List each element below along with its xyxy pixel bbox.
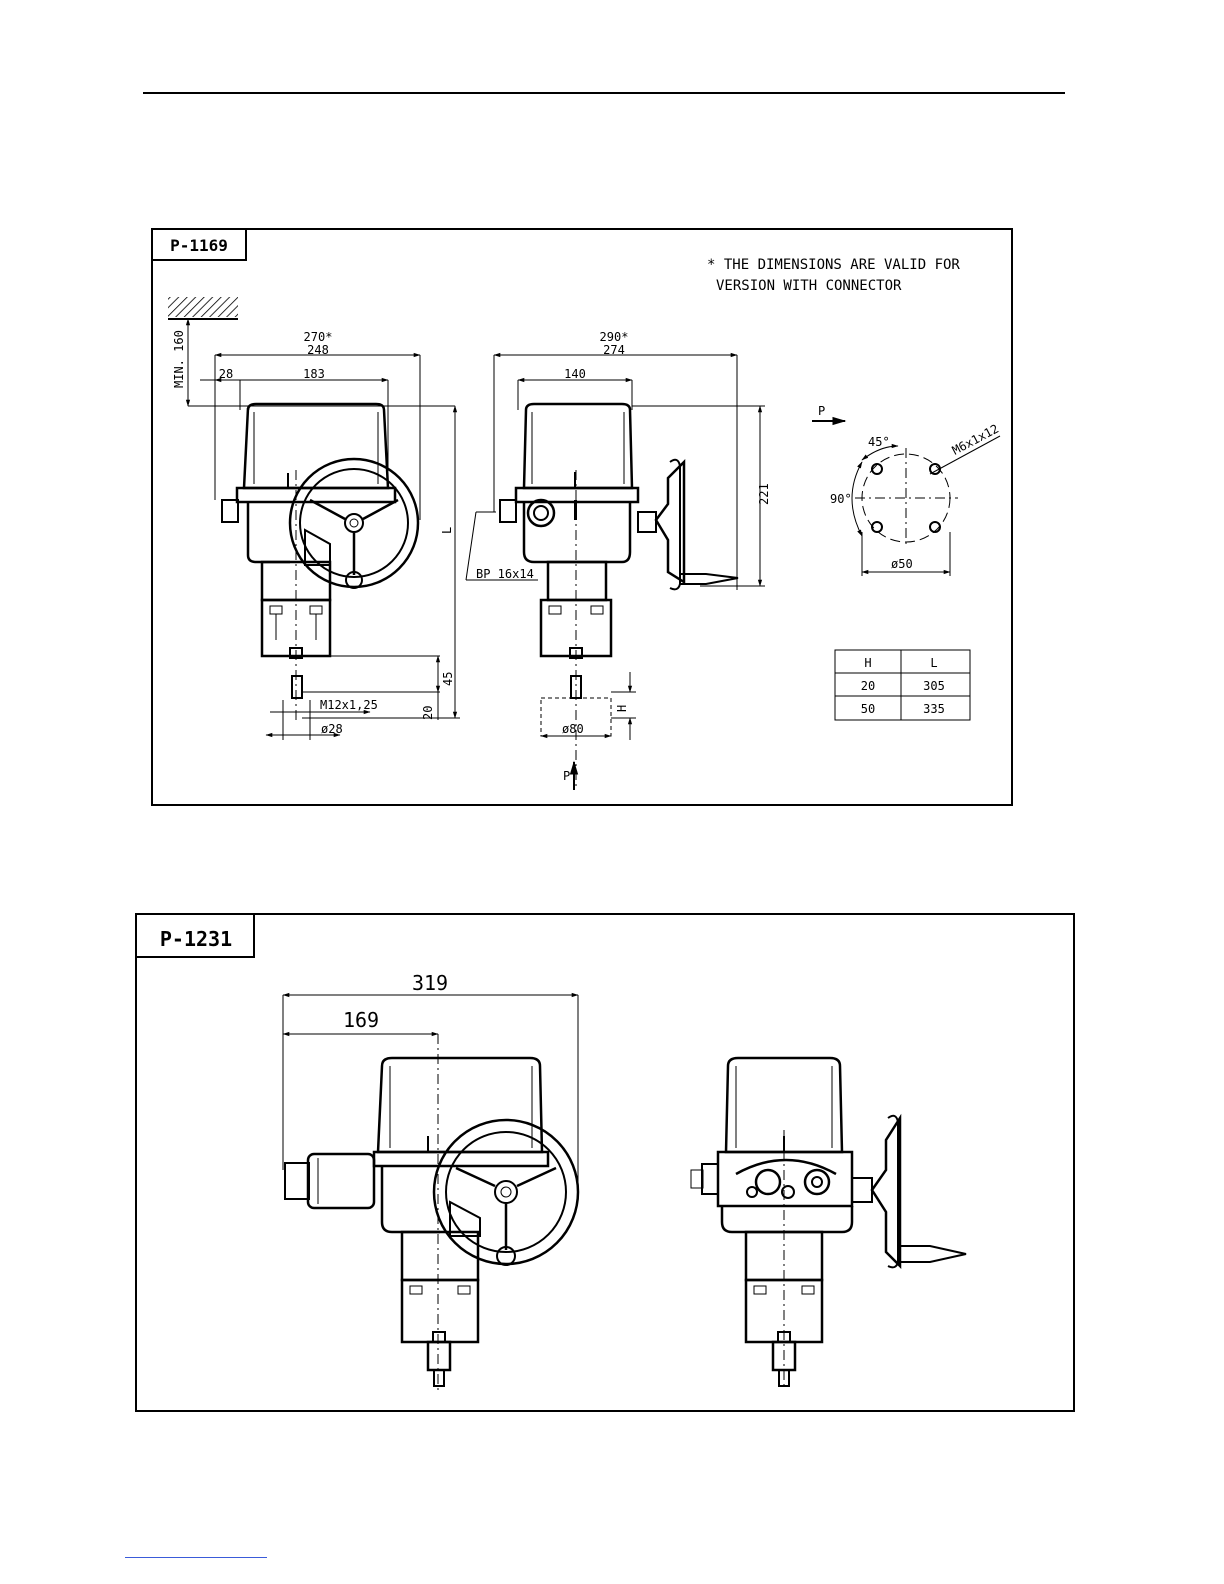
table-cell: 305	[923, 679, 945, 693]
drawing-p1169: P-1169 * THE DIMENSIONS ARE VALID FOR VE…	[152, 229, 1012, 805]
actuator-front-view	[222, 404, 418, 720]
footer-link-underline	[125, 1557, 267, 1558]
dim-221: 221	[757, 483, 771, 505]
dim-290: 290*	[600, 330, 629, 344]
arrow-P-side: P	[818, 404, 825, 418]
dim-274: 274	[603, 343, 625, 357]
dim-min160: MIN. 160	[172, 330, 186, 388]
drawing-frame	[136, 914, 1074, 1411]
table-cell: 20	[861, 679, 875, 693]
drawing-title: P-1231	[160, 927, 232, 951]
dim-319: 319	[412, 971, 448, 995]
actuator-side-view	[500, 404, 738, 790]
note-line-2: VERSION WITH CONNECTOR	[716, 278, 902, 294]
ceiling-hatch	[168, 297, 238, 317]
table-header-H: H	[864, 656, 871, 670]
dim-L: L	[440, 527, 454, 534]
table-header-L: L	[930, 656, 937, 670]
dim-248: 248	[307, 343, 329, 357]
label-bp: BP 16x14	[476, 567, 534, 581]
dim-270: 270*	[304, 330, 333, 344]
dim-169: 169	[343, 1008, 379, 1032]
table-cell: 335	[923, 702, 945, 716]
dim-28: 28	[219, 367, 233, 381]
flange-bolt-pattern: P 45° 90° M6x1x12 ø50	[812, 404, 1001, 576]
dim-d80: ø80	[562, 722, 584, 736]
dim-m12: M12x1,25	[320, 698, 378, 712]
table-cell: 50	[861, 702, 875, 716]
drawing-frame	[152, 229, 1012, 805]
dim-d50: ø50	[891, 557, 913, 571]
angle-90: 90°	[830, 492, 852, 506]
dim-H: H	[615, 705, 629, 712]
dim-45: 45	[441, 672, 455, 686]
drawing-p1231: P-1231 319 169	[136, 914, 1074, 1411]
actuator-side-view-p1231	[691, 1058, 966, 1390]
dim-d28: ø28	[321, 722, 343, 736]
drawing-title: P-1169	[170, 236, 228, 255]
actuator-front-view-p1231	[285, 1034, 578, 1390]
dim-140: 140	[564, 367, 586, 381]
angle-45: 45°	[868, 435, 890, 449]
dimension-table: H L 20 305 50 335	[835, 650, 970, 720]
dim-183: 183	[303, 367, 325, 381]
note-line-1: * THE DIMENSIONS ARE VALID FOR	[707, 257, 960, 273]
dim-20: 20	[421, 706, 435, 720]
arrow-P-bottom: P	[563, 769, 570, 783]
